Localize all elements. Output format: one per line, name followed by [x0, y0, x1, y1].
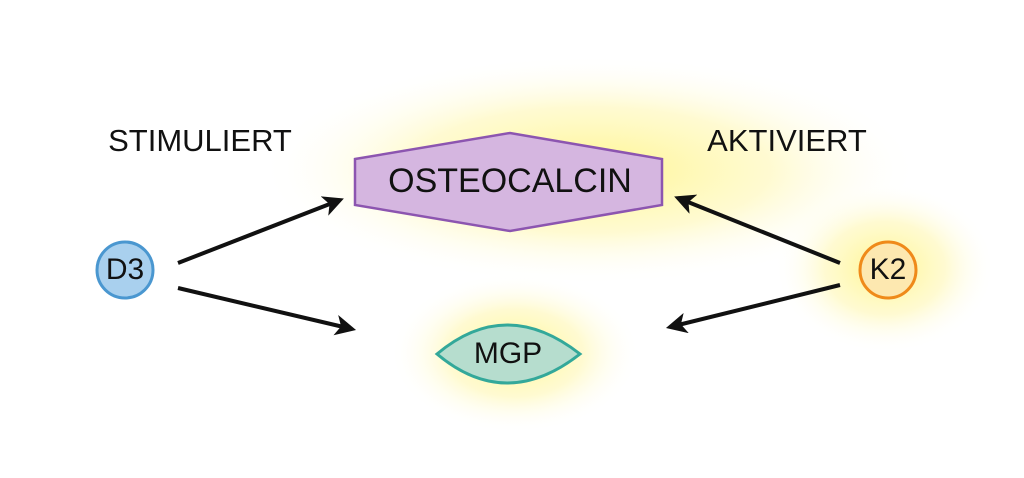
osteocalcin-hexagon-shape [353, 131, 664, 233]
d3-node: D3 [95, 240, 155, 300]
k2-node: K2 [858, 240, 918, 300]
aktiviert-label: AKTIVIERT [707, 123, 867, 158]
mgp-node: MGP [434, 323, 583, 385]
arrow-d3-to-mgp [177, 286, 357, 336]
arrow-k2-to-osteocalcin [674, 194, 841, 265]
k2-label: K2 [870, 253, 907, 286]
stimuliert-label: STIMULIERT [108, 123, 292, 158]
osteocalcin-label: OSTEOCALCIN [388, 162, 632, 200]
mgp-lens-shape [434, 323, 583, 385]
arrow-d3-to-osteocalcin [177, 196, 344, 265]
k2-circle-shape [858, 240, 918, 300]
osteocalcin-node: OSTEOCALCIN [353, 131, 664, 233]
arrow-k2-to-mgp [665, 283, 841, 334]
d3-circle-shape [95, 240, 155, 300]
mgp-label: MGP [474, 337, 542, 370]
d3-label: D3 [106, 253, 144, 286]
